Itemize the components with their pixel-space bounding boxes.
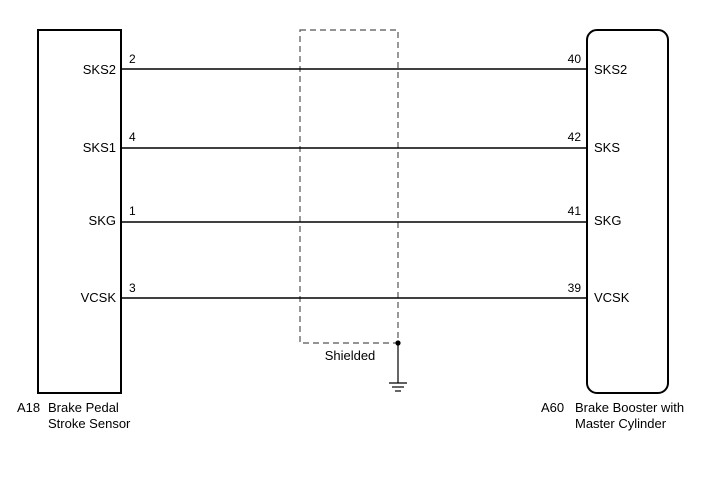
ground-icon xyxy=(389,382,407,392)
left-component-code: A18 xyxy=(17,400,40,415)
shield-box xyxy=(299,29,399,344)
wire-row: SKG 1 41 SKG xyxy=(89,204,622,228)
wire-row: SKS2 2 40 SKS2 xyxy=(83,52,628,77)
right-component-name-line2: Master Cylinder xyxy=(575,416,667,431)
right-pin-number: 41 xyxy=(568,204,582,218)
right-component-name-line1: Brake Booster with xyxy=(575,400,684,415)
left-pin-number: 3 xyxy=(129,281,136,295)
left-pin-name: SKS1 xyxy=(83,140,116,155)
left-pin-number: 1 xyxy=(129,204,136,218)
right-component-label: A60 Brake Booster with Master Cylinder xyxy=(541,400,684,431)
shield-label: Shielded xyxy=(325,348,376,363)
right-pin-name: SKS2 xyxy=(594,62,627,77)
right-pin-name: VCSK xyxy=(594,290,630,305)
left-pin-name: VCSK xyxy=(81,290,117,305)
right-pin-name: SKG xyxy=(594,213,621,228)
wire-row: VCSK 3 39 VCSK xyxy=(81,281,630,305)
right-pin-name: SKS xyxy=(594,140,620,155)
left-component-label: A18 Brake Pedal Stroke Sensor xyxy=(17,400,131,431)
left-pin-number: 4 xyxy=(129,130,136,144)
right-component-code: A60 xyxy=(541,400,564,415)
right-component-box xyxy=(586,29,669,394)
right-pin-number: 42 xyxy=(568,130,582,144)
left-pin-name: SKG xyxy=(89,213,116,228)
right-pin-number: 40 xyxy=(568,52,582,66)
right-pin-number: 39 xyxy=(568,281,582,295)
wire-row: SKS1 4 42 SKS xyxy=(83,130,621,155)
left-component-box xyxy=(37,29,122,394)
left-component-name-line2: Stroke Sensor xyxy=(48,416,131,431)
left-pin-name: SKS2 xyxy=(83,62,116,77)
left-component-name-line1: Brake Pedal xyxy=(48,400,119,415)
left-pin-number: 2 xyxy=(129,52,136,66)
